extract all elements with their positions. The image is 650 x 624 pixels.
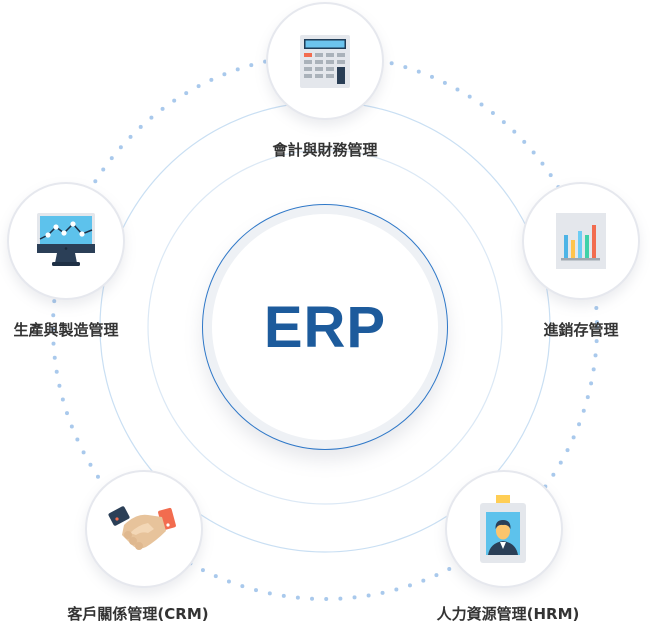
monitor-chart-icon xyxy=(37,213,95,266)
module-inventory[interactable] xyxy=(522,182,640,300)
handshake-icon xyxy=(108,506,176,550)
module-crm[interactable] xyxy=(85,470,203,588)
label-crm: 客戶關係管理(CRM) xyxy=(67,605,209,623)
module-manufacturing[interactable] xyxy=(7,182,125,300)
label-hrm: 人力資源管理(HRM) xyxy=(436,605,580,623)
erp-hub: ERP xyxy=(202,204,448,450)
id-badge-icon xyxy=(480,495,526,563)
dotted-ring xyxy=(51,53,599,601)
inner-ring xyxy=(147,149,503,505)
module-hrm[interactable] xyxy=(445,470,563,588)
label-manufacturing: 生產與製造管理 xyxy=(13,321,119,339)
calculator-icon xyxy=(300,35,350,88)
erp-label: ERP xyxy=(263,294,387,360)
bar-chart-icon xyxy=(556,213,606,269)
label-inventory: 進銷存管理 xyxy=(543,321,619,339)
label-accounting: 會計與財務管理 xyxy=(272,141,378,159)
module-accounting[interactable] xyxy=(266,2,384,120)
